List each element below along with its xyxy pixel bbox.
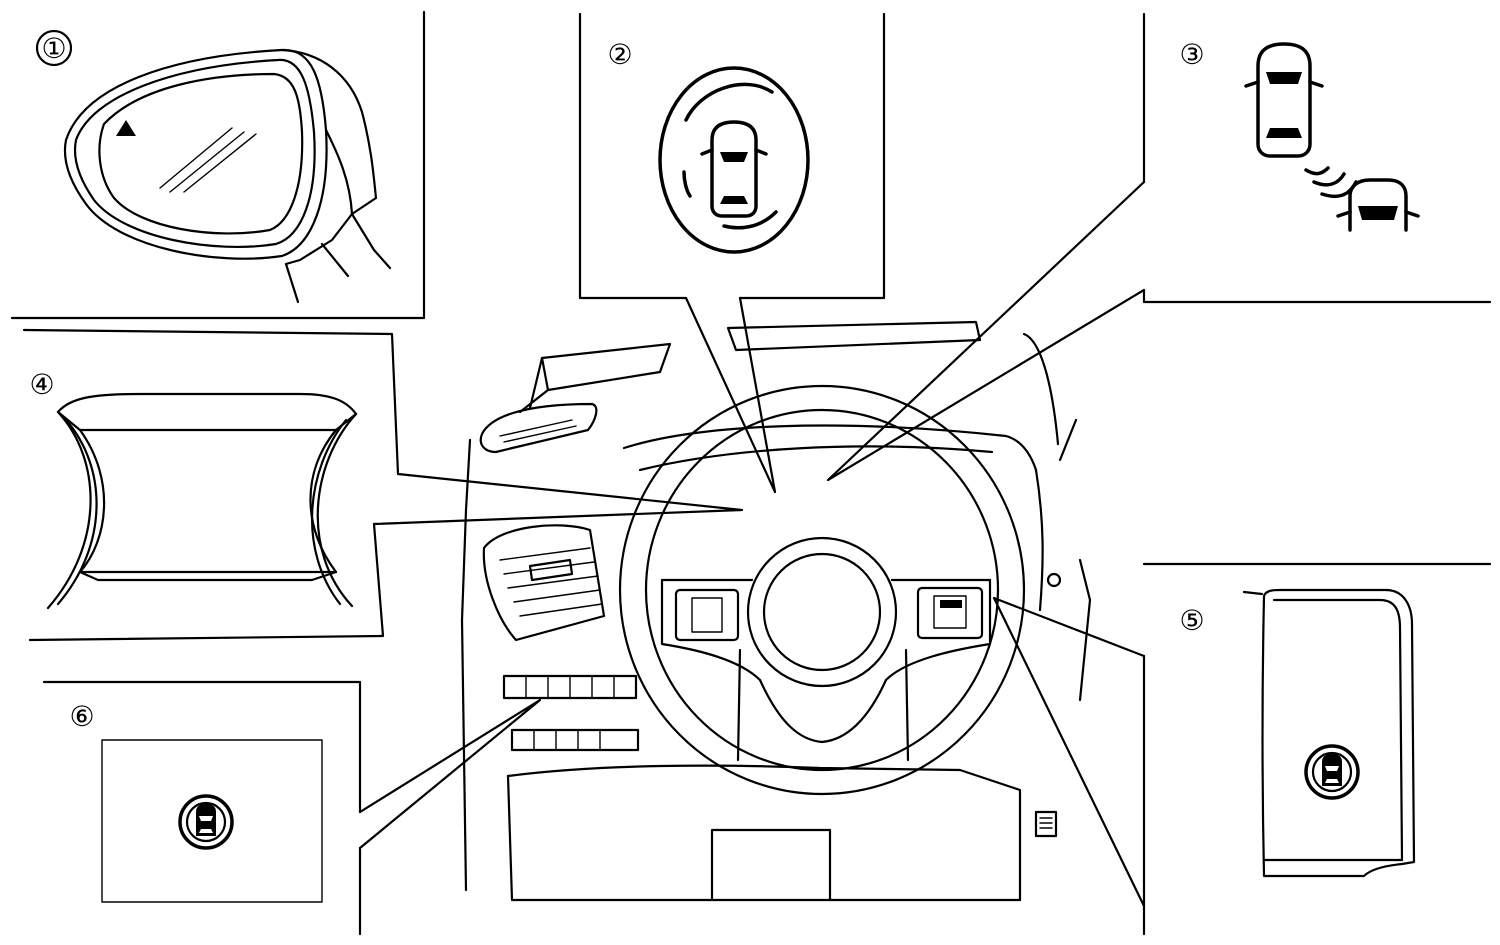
leader-lines [358, 180, 1146, 908]
meter-illustration [46, 392, 358, 610]
leader-6 [358, 698, 542, 850]
own-car-icon [1256, 42, 1312, 158]
callout-4-label: ④ [29, 368, 54, 401]
callout-3-label: ③ [1179, 38, 1204, 71]
steering-wheel-inner [644, 408, 1000, 772]
panel-1-frame [10, 10, 426, 320]
panel-3-frame [1142, 12, 1492, 304]
callout-2-label: ② [607, 38, 632, 71]
mirror-warning-indicator-icon [116, 120, 136, 136]
callout-1: ① [35, 29, 73, 67]
callout-2: ② [607, 38, 632, 71]
panel-2-frame [578, 12, 886, 300]
callout-4: ④ [29, 368, 54, 401]
adjacent-car-icon [1348, 178, 1408, 232]
callout-5-label: ⑤ [1179, 604, 1204, 637]
panel-frames [10, 10, 1492, 936]
leader-4 [372, 472, 744, 526]
dash-switch-button-icon [178, 794, 234, 850]
leader-2 [684, 296, 777, 494]
leader-5 [992, 596, 1146, 908]
steering-switch-illustration [1242, 588, 1416, 878]
callout-1-label: ① [41, 32, 66, 65]
blind-spot-illustration [1244, 42, 1420, 232]
callout-3: ③ [1179, 38, 1204, 71]
dash-switch-illustration [101, 739, 323, 903]
panel-5-frame [1142, 562, 1492, 936]
leader-3 [826, 180, 1146, 482]
switch-button-icon [1304, 744, 1360, 800]
callout-6: ⑥ [69, 700, 94, 733]
callout-6-label: ⑥ [69, 700, 94, 733]
car-outline-icon [710, 120, 758, 218]
callout-labels: ① ② ③ ④ ⑤ ⑥ [29, 29, 1205, 733]
steering-wheel-outer [618, 384, 1026, 796]
dashboard-illustration [460, 320, 1092, 902]
side-mirror-illustration [63, 48, 392, 304]
panel-4-frame [22, 328, 400, 642]
panel-6-frame [42, 680, 362, 936]
rear-door-alert-illustration [658, 66, 810, 254]
callout-5: ⑤ [1179, 604, 1204, 637]
